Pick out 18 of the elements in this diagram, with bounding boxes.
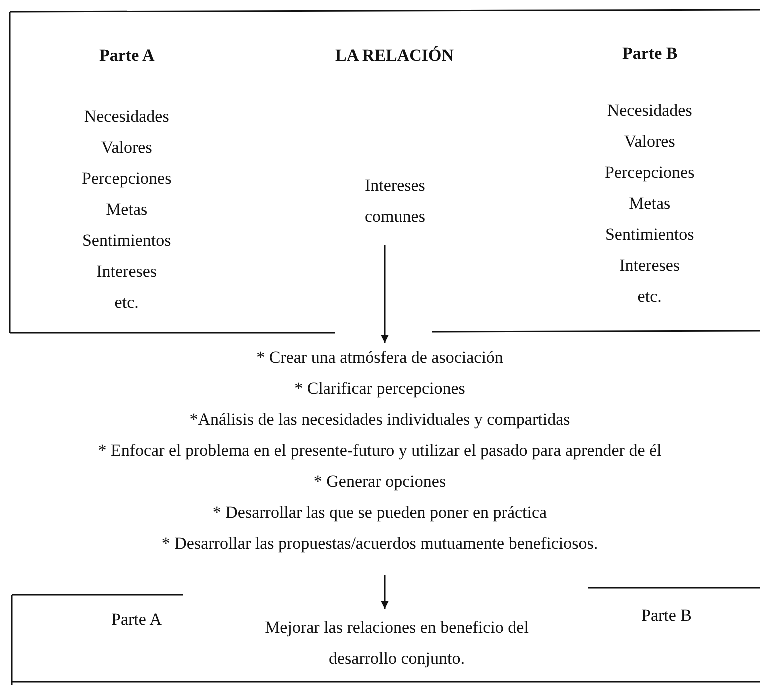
arrow xyxy=(381,245,389,343)
common-interests-text: Intereses comunes xyxy=(365,175,426,228)
attribute-list: Necesidades Valores Percepciones Metas Sentimientos Intereses etc. xyxy=(605,95,695,312)
relationship-heading: LA RELACIÓN xyxy=(336,45,454,67)
party-heading: Parte A xyxy=(100,45,155,67)
arrow xyxy=(381,575,389,609)
party-label: Parte B xyxy=(642,605,692,627)
party-heading: Parte B xyxy=(622,43,678,65)
bullet-point: * Crear una atmósfera de asociación xyxy=(256,347,504,369)
bullet-point: * Clarificar percepciones xyxy=(294,378,466,400)
attribute-list: Necesidades Valores Percepciones Metas Sentimientos Intereses etc. xyxy=(82,101,172,318)
goal-text: Mejorar las relaciones en beneficio del desarrollo conjunto. xyxy=(264,617,530,670)
bullet-point: * Desarrollar las que se pueden poner en práctica xyxy=(212,502,548,524)
bullet-point: * Generar opciones xyxy=(312,471,448,493)
bullet-point: * Enfocar el problema en el presente-futuro y utilizar el pasado para aprender de él xyxy=(97,440,663,462)
bullet-point: *Análisis de las necesidades individuales y compartidas xyxy=(188,409,572,431)
bullet-point: * Desarrollar las propuestas/acuerdos mutuamente beneficiosos. xyxy=(160,533,600,555)
party-label: Parte A xyxy=(112,609,162,631)
